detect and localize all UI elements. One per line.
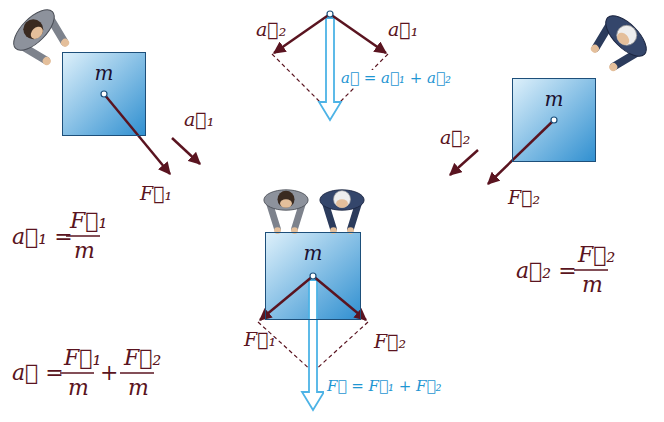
mass-box: m bbox=[265, 232, 361, 320]
acceleration-label: a⃗₂ bbox=[256, 20, 286, 39]
mass-label: m bbox=[545, 89, 564, 109]
fraction-numerator: F⃗₂ bbox=[578, 244, 615, 266]
fraction-numerator: F⃗₁ bbox=[64, 347, 101, 369]
force-arrow bbox=[260, 276, 313, 320]
force-arrow bbox=[104, 94, 170, 174]
box-fill bbox=[62, 52, 146, 136]
hair bbox=[19, 15, 47, 43]
sum-arrow bbox=[319, 18, 341, 120]
acceleration-label: a⃗₁ bbox=[184, 110, 214, 129]
hair bbox=[334, 191, 351, 208]
center-dot bbox=[101, 91, 107, 97]
mass-box: m bbox=[512, 78, 596, 162]
face bbox=[336, 199, 348, 208]
acceleration-label: a⃗₂ bbox=[440, 128, 470, 147]
plus-sign: + bbox=[100, 362, 118, 384]
acceleration-arrow bbox=[172, 138, 200, 164]
person-right bbox=[583, 9, 653, 79]
face bbox=[615, 30, 632, 47]
hand bbox=[59, 37, 70, 48]
vector-sum-label: F⃗ = F⃗₁ + F⃗₂ bbox=[324, 378, 444, 395]
hair bbox=[613, 21, 641, 49]
shoulders bbox=[320, 190, 364, 210]
fraction-denominator: m bbox=[74, 240, 95, 262]
person-right bbox=[320, 190, 364, 234]
hand bbox=[608, 61, 619, 72]
vector-sum-label: a⃗ = a⃗₁ + a⃗₂ bbox=[338, 70, 454, 87]
mass-label: m bbox=[304, 243, 323, 263]
force-label: F⃗₂ bbox=[374, 332, 406, 351]
fraction-numerator: F⃗₂ bbox=[124, 347, 161, 369]
force-arrow bbox=[313, 276, 366, 320]
formula-left-side: a⃗₁ = bbox=[12, 226, 73, 248]
force-label: F⃗₁ bbox=[140, 184, 172, 203]
shoulders bbox=[599, 9, 653, 63]
fraction-denominator: m bbox=[582, 274, 603, 296]
sum-arrow bbox=[302, 280, 324, 410]
mass-label: m bbox=[95, 63, 114, 83]
face bbox=[28, 24, 45, 41]
hand bbox=[41, 55, 52, 66]
force-arrow bbox=[488, 120, 554, 184]
fraction-bar bbox=[574, 269, 608, 271]
acceleration-label: a⃗₁ bbox=[388, 20, 418, 39]
shoulders bbox=[264, 190, 308, 210]
fraction-denominator: m bbox=[128, 377, 149, 399]
acceleration-arrow bbox=[450, 150, 478, 175]
mass-box: m bbox=[62, 52, 146, 136]
person-left bbox=[7, 3, 77, 73]
shoulders bbox=[7, 3, 61, 57]
fraction-numerator: F⃗₁ bbox=[70, 210, 107, 232]
origin-dot bbox=[327, 11, 333, 17]
hair bbox=[278, 191, 295, 208]
formula-left-side: a⃗₂ = bbox=[516, 260, 577, 282]
formula-left-side: a⃗ = bbox=[12, 362, 64, 384]
center-dot bbox=[551, 117, 557, 123]
hand bbox=[589, 43, 600, 54]
face bbox=[280, 199, 292, 208]
acceleration-arrow bbox=[330, 14, 386, 53]
fraction-bar bbox=[60, 372, 94, 374]
fraction-denominator: m bbox=[68, 377, 89, 399]
person-left bbox=[264, 190, 308, 234]
force-label: F⃗₁ bbox=[244, 330, 276, 349]
dashed-line bbox=[313, 322, 368, 372]
force-label: F⃗₂ bbox=[508, 188, 540, 207]
fraction-bar bbox=[120, 372, 154, 374]
center-dot bbox=[310, 273, 316, 279]
